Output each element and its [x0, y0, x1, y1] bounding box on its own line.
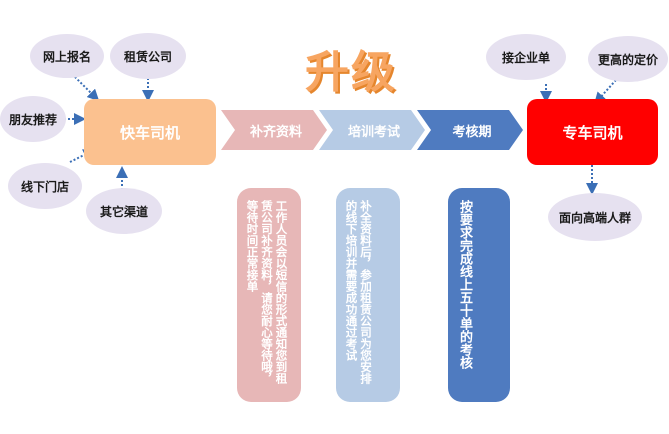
start-box-kuaiche: 快车司机: [84, 99, 216, 165]
step-chevron-3: [417, 110, 523, 150]
note-text-assessment: 按要求完成线上五十单的考核: [457, 200, 472, 369]
bubble-enterprise-orders: 接企业单: [486, 34, 566, 80]
step-chevron-1: [221, 110, 327, 150]
note-card-training: 补全资料后，参加租赁公司为您安排的线下培训并需要成功通过考试: [336, 188, 400, 402]
note-card-documents: 工作人员会以短信的形式通知您到租赁公司补齐资料，请您耐心等待哦，等待时间正常接单: [237, 188, 301, 402]
note-card-assessment: 按要求完成线上五十单的考核: [448, 188, 510, 402]
note-text-training: 补全资料后，参加租赁公司为您安排的线下培训并需要成功通过考试: [344, 200, 374, 384]
step-label-2: 培训考试: [347, 125, 400, 140]
bubble-online-signup: 网上报名: [30, 34, 104, 78]
end-box-zhuanche: 专车司机: [527, 99, 658, 165]
bubble-offline-store: 线下门店: [8, 163, 82, 209]
bubble-other-channels: 其它渠道: [86, 188, 162, 234]
arrow-online-signup: [71, 73, 100, 102]
arrow-higher-pricing: [593, 79, 617, 105]
bubble-leasing-company: 租赁公司: [110, 33, 186, 79]
bubble-higher-pricing: 更高的定价: [588, 36, 668, 82]
bubble-high-end-clients: 面向高端人群: [548, 193, 642, 241]
step-chevron-2: [319, 110, 425, 150]
page-title: 升级: [305, 47, 397, 98]
note-text-documents: 工作人员会以短信的形式通知您到租赁公司补齐资料，请您耐心等待哦，等待时间正常接单: [245, 200, 289, 384]
step-label-3: 考核期: [452, 125, 492, 140]
step-label-1: 补齐资料: [249, 125, 302, 140]
bubble-friend-referral: 朋友推荐: [0, 96, 66, 142]
